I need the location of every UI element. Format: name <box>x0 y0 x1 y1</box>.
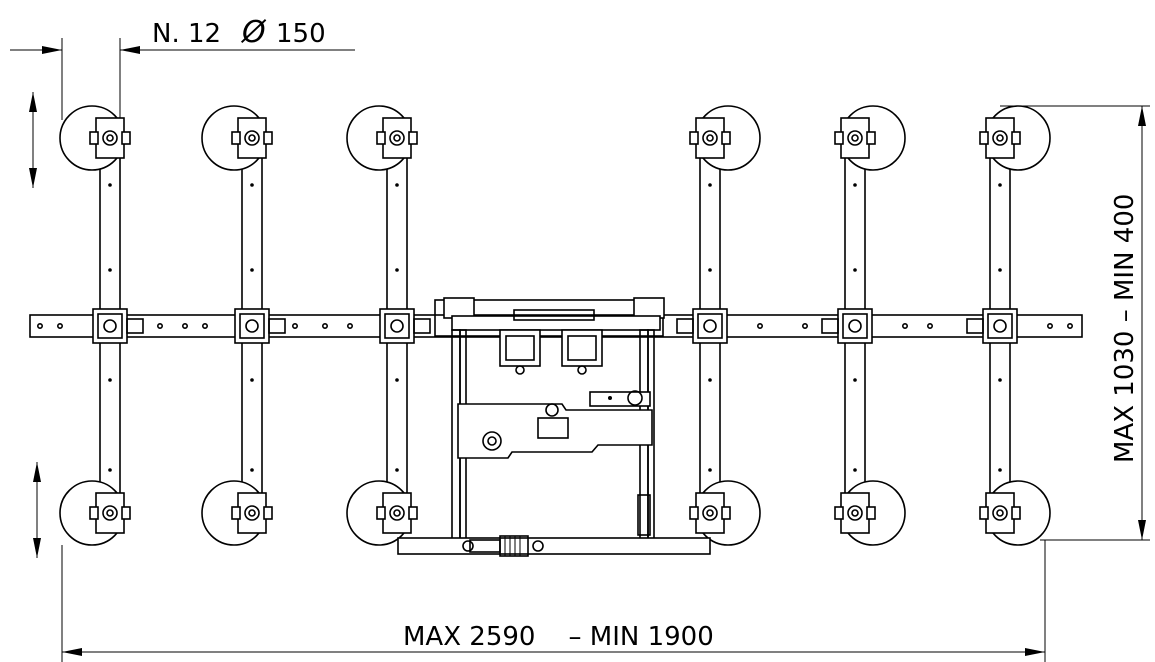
width-dimension: MAX 2590 – MIN 1900 <box>61 540 1046 662</box>
vertical-arm <box>346 105 431 546</box>
arms-group <box>36 105 1074 546</box>
beam-hole <box>1047 322 1054 329</box>
beam-hole <box>321 322 328 329</box>
hose-coupling <box>462 535 544 557</box>
vertical-arm <box>821 105 906 546</box>
motor-right <box>561 329 603 375</box>
beam-hole <box>202 322 209 329</box>
cup-diameter-dimension: N. 12 Ø 150 <box>10 15 355 120</box>
beam-hole <box>36 322 43 329</box>
beam-hole <box>1067 322 1074 329</box>
vertical-arm <box>676 105 761 546</box>
vertical-arm <box>201 105 286 546</box>
vertical-adjust-arrow-top <box>29 92 37 188</box>
diameter-value: 150 <box>276 19 326 49</box>
beam-clamp <box>92 308 144 344</box>
vertical-arm <box>966 105 1051 546</box>
beam-hole <box>901 322 908 329</box>
beam-clamp <box>379 308 431 344</box>
beam-hole <box>182 322 189 329</box>
beam-clamp <box>234 308 286 344</box>
height-dimension: MAX 1030 – MIN 400 <box>1000 105 1150 541</box>
central-frame <box>397 297 711 557</box>
beam-hole <box>346 322 353 329</box>
beam-clamp <box>966 308 1018 344</box>
beam-clamp <box>821 308 873 344</box>
motor-left <box>499 329 541 375</box>
vertical-arm <box>59 105 144 546</box>
control-panel <box>457 390 653 459</box>
cup-count-label: N. 12 <box>152 19 221 49</box>
beam-clamp <box>676 308 728 344</box>
height-range-label: MAX 1030 – MIN 400 <box>1110 194 1140 463</box>
beam-hole <box>291 322 298 329</box>
vertical-adjust-arrow-bottom <box>33 462 41 558</box>
diameter-symbol: Ø <box>240 15 267 50</box>
beam-hole <box>157 322 164 329</box>
beam-hole <box>56 322 63 329</box>
beam-hole <box>801 322 808 329</box>
beam-hole <box>926 322 933 329</box>
width-range-label: MAX 2590 – MIN 1900 <box>403 622 714 652</box>
beam-hole <box>756 322 763 329</box>
